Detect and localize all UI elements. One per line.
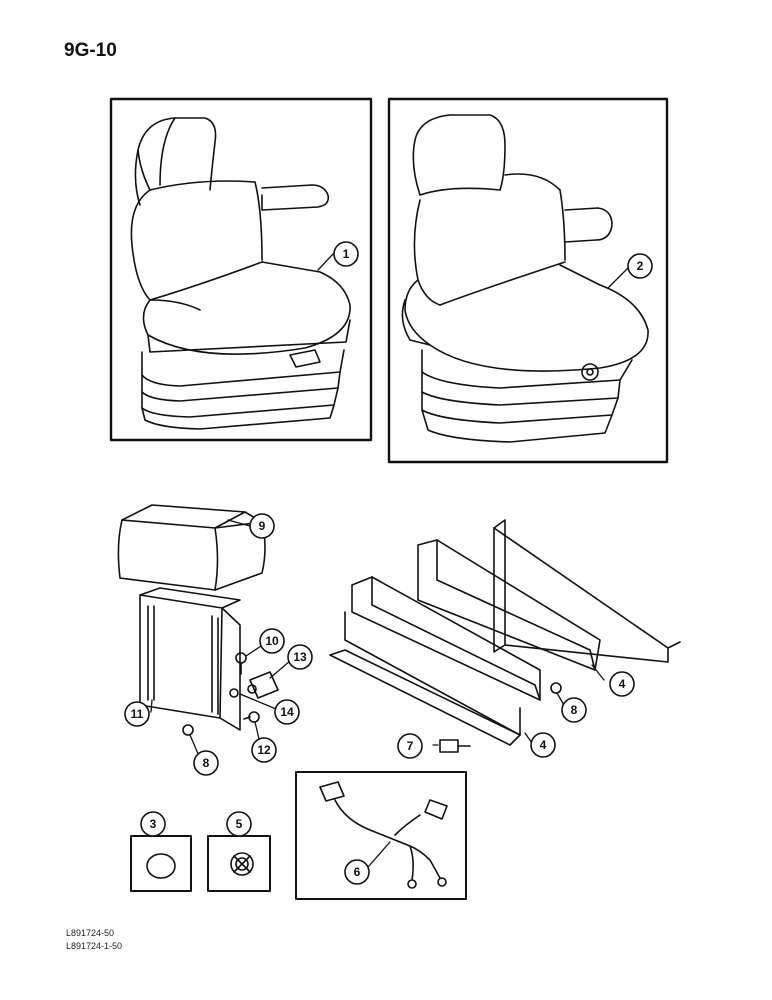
callout-12: 12 xyxy=(251,737,277,763)
bolt-7 xyxy=(439,739,471,753)
callout-6: 6 xyxy=(344,859,370,885)
wiring-harness-frame xyxy=(295,771,467,900)
seat-1-illustration xyxy=(130,117,351,430)
leader-lines xyxy=(150,253,629,868)
svg-text:5: 5 xyxy=(236,817,243,831)
reference-number-1: L891724-50 xyxy=(66,928,115,938)
svg-text:6: 6 xyxy=(354,865,361,879)
svg-text:8: 8 xyxy=(571,703,578,717)
bolt-10 xyxy=(235,652,247,675)
svg-text:13: 13 xyxy=(293,650,307,664)
svg-text:11: 11 xyxy=(131,707,144,721)
washer-14 xyxy=(229,688,239,698)
mounting-bracket-front xyxy=(329,576,541,746)
svg-text:4: 4 xyxy=(619,677,626,691)
seat-2-frame xyxy=(387,97,669,464)
svg-text:12: 12 xyxy=(257,743,271,757)
callout-11: 11 xyxy=(124,701,150,727)
svg-text:8: 8 xyxy=(203,756,210,770)
seat-1-frame xyxy=(109,97,373,442)
callout-9: 9 xyxy=(249,513,275,539)
callout-1: 1 xyxy=(333,241,359,267)
callout-13: 13 xyxy=(287,644,313,670)
svg-text:2: 2 xyxy=(637,259,644,273)
callout-2: 2 xyxy=(627,253,653,279)
mounting-bracket-back xyxy=(417,519,681,671)
grommet-frame xyxy=(130,835,192,892)
svg-text:9: 9 xyxy=(259,519,266,533)
svg-text:10: 10 xyxy=(265,634,279,648)
callout-3: 3 xyxy=(140,811,166,837)
nut-8b xyxy=(550,682,562,694)
svg-text:4: 4 xyxy=(540,738,547,752)
callout-10: 10 xyxy=(259,628,285,654)
plug-frame xyxy=(207,835,271,892)
seat-2-illustration xyxy=(401,114,649,443)
callout-4-lower: 4 xyxy=(530,732,556,758)
svg-text:7: 7 xyxy=(407,739,414,753)
svg-text:1: 1 xyxy=(343,247,350,261)
svg-text:3: 3 xyxy=(150,817,157,831)
armrest-bracket xyxy=(139,587,241,731)
callout-8-bracket: 8 xyxy=(561,697,587,723)
callout-7: 7 xyxy=(397,733,423,759)
screw-12 xyxy=(243,711,260,723)
callout-5: 5 xyxy=(226,811,252,837)
callout-8-armrest: 8 xyxy=(193,750,219,776)
page-code: 9G-10 xyxy=(64,40,117,61)
reference-number-2: L891724-1-50 xyxy=(66,941,123,951)
callout-4-upper: 4 xyxy=(609,671,635,697)
nut-8a xyxy=(182,724,194,736)
callout-14: 14 xyxy=(274,699,300,725)
knob-13 xyxy=(247,671,279,699)
svg-text:14: 14 xyxy=(280,705,294,719)
armrest-pad xyxy=(117,504,266,591)
